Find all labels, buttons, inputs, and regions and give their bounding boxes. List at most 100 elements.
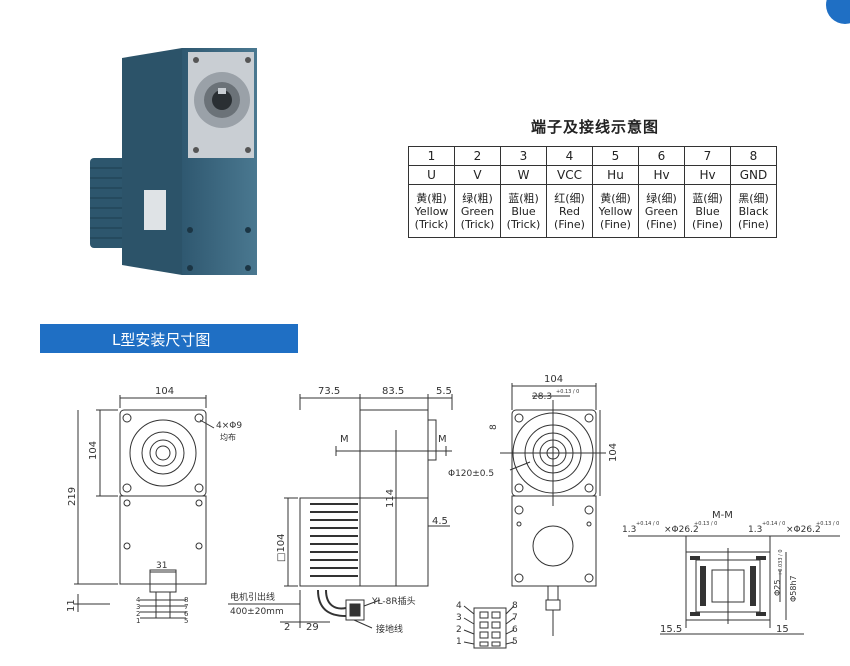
square-dim: □104 — [276, 533, 287, 562]
pin-signal: U — [408, 165, 455, 185]
section-banner: L型安装尺寸图 — [40, 324, 298, 353]
front-height-dim: 104 — [88, 441, 99, 460]
wire-color-cn: 蓝(细) — [692, 191, 723, 205]
front-view — [74, 395, 215, 619]
wire-color-cell: 绿(粗)Green(Trick) — [454, 184, 501, 238]
mm-l2-dim: 15 — [776, 624, 789, 635]
wire-gauge: (Fine) — [646, 217, 677, 231]
pin-signal: V — [454, 165, 501, 185]
front-pin-right-4: 5 — [184, 617, 188, 625]
motor-photo — [90, 48, 257, 275]
side-c2-dim: 29 — [306, 622, 319, 633]
pin-number: 3 — [500, 146, 547, 166]
side-w1-dim: 73.5 — [318, 386, 340, 397]
wiring-table: 1 2 3 4 5 6 7 8 U V W VCC Hu Hv Hv GND 黄… — [408, 146, 777, 238]
wire-color-en: Blue — [695, 204, 720, 218]
front-total-height-dim: 219 — [67, 487, 78, 506]
side-view — [228, 394, 453, 629]
mm-bore-dim: Φ25 — [773, 580, 782, 596]
wire-color-cn: 蓝(粗) — [508, 191, 539, 205]
wire-color-cell: 蓝(细)Blue(Fine) — [684, 184, 731, 238]
plate-dim: 4.5 — [432, 516, 448, 527]
table-row: 1 2 3 4 5 6 7 8 — [408, 146, 777, 166]
pin-number: 2 — [454, 146, 501, 166]
front-pin-right-3: 6 — [184, 610, 189, 618]
conn-pin-right-1: 8 — [512, 601, 518, 611]
wire-gauge: (Trick) — [506, 217, 541, 231]
wire-color-cn: 绿(细) — [646, 191, 677, 205]
pin-signal: Hv — [638, 165, 685, 185]
pcd-dim: Φ120±0.5 — [448, 469, 494, 479]
dimension-drawings: 104 104 219 4×Φ9 均布 31 11 4 3 2 1 8 7 6 … — [66, 374, 840, 649]
wire-color-en: Red — [559, 204, 580, 218]
pin-signal: W — [500, 165, 547, 185]
wire-color-cn: 绿(粗) — [462, 191, 493, 205]
front-pin-right-2: 7 — [184, 603, 188, 611]
right-view — [500, 383, 606, 636]
conn-pin-right-3: 6 — [512, 625, 518, 635]
mm-spec1-right-tol: +0.14 / 0 — [762, 521, 785, 527]
connector-label: YL-8R插头 — [371, 595, 416, 607]
front-pin-left-2: 3 — [136, 603, 140, 611]
pin-number: 7 — [684, 146, 731, 166]
wire-gauge: (Fine) — [554, 217, 585, 231]
pin-number: 6 — [638, 146, 685, 166]
key-tol: +0.13 / 0 — [556, 389, 579, 395]
mm-spec2-right: ×Φ26.2 — [786, 525, 821, 535]
side-w3-dim: 5.5 — [436, 386, 452, 397]
front-pin-left-1: 4 — [136, 596, 141, 604]
mm-l1-dim: 15.5 — [660, 624, 682, 635]
key-width-dim: 8 — [489, 424, 499, 430]
wire-color-en: Yellow — [598, 204, 633, 218]
mm-bore-tol: +0.033 / 0 — [778, 549, 784, 576]
mm-outer-dim: Φ58h7 — [789, 575, 798, 602]
wire-color-cell: 红(细)Red(Fine) — [546, 184, 593, 238]
wire-gauge: (Fine) — [738, 217, 769, 231]
side-height-dim: 114 — [385, 489, 396, 508]
lead-length: 400±20mm — [230, 607, 284, 617]
section-title: L型安装尺寸图 — [112, 331, 211, 349]
conn-pin-left-3: 2 — [456, 625, 462, 635]
front-pin-right-1: 8 — [184, 596, 188, 604]
wire-gauge: (Fine) — [692, 217, 723, 231]
wiring-title: 端子及接线示意图 — [530, 118, 659, 136]
wire-gauge: (Fine) — [600, 217, 631, 231]
ground-label: 接地线 — [376, 623, 403, 635]
wire-color-cell: 绿(细)Green(Fine) — [638, 184, 685, 238]
pin-number: 1 — [408, 146, 455, 166]
mm-section — [628, 535, 840, 635]
mm-title: M-M — [712, 510, 733, 521]
wire-color-cell: 黄(粗)Yellow(Trick) — [408, 184, 455, 238]
conn-pin-right-2: 7 — [512, 613, 518, 623]
section-mark-right: M — [438, 434, 447, 445]
mm-spec2: ×Φ26.2 — [664, 525, 699, 535]
wire-color-cn: 黑(细) — [738, 191, 769, 205]
pin-connector — [463, 605, 515, 649]
table-row: U V W VCC Hu Hv Hv GND — [408, 165, 777, 185]
pin-number: 5 — [592, 146, 639, 166]
conn-pin-left-2: 3 — [456, 613, 462, 623]
pin-signal: Hv — [684, 165, 731, 185]
holes-dim: 4×Φ9 — [216, 421, 242, 431]
right-height-dim: 104 — [608, 443, 619, 462]
section-mark-left: M — [340, 434, 349, 445]
wire-color-en: Blue — [511, 204, 536, 218]
shaft-offset-dim: 31 — [156, 561, 167, 571]
holes-note: 均布 — [220, 432, 236, 442]
conn-pin-left-1: 4 — [456, 601, 462, 611]
front-width-dim: 104 — [155, 386, 174, 397]
conn-pin-left-4: 1 — [456, 637, 462, 647]
wire-color-en: Green — [460, 204, 495, 218]
front-pin-left-3: 2 — [136, 610, 140, 618]
pin-number: 8 — [730, 146, 777, 166]
wire-color-cn: 黄(粗) — [416, 191, 447, 205]
wire-color-en: Black — [738, 204, 769, 218]
wire-color-cn: 黄(细) — [600, 191, 631, 205]
right-width-dim: 104 — [544, 374, 563, 385]
side-w2-dim: 83.5 — [382, 386, 404, 397]
wire-color-cell: 黑(细)Black(Fine) — [730, 184, 777, 238]
wire-color-en: Yellow — [414, 204, 449, 218]
mm-spec1-tol: +0.14 / 0 — [636, 521, 659, 527]
mm-spec2-right-tol: +0.13 / 0 — [816, 521, 839, 527]
wire-gauge: (Trick) — [414, 217, 449, 231]
